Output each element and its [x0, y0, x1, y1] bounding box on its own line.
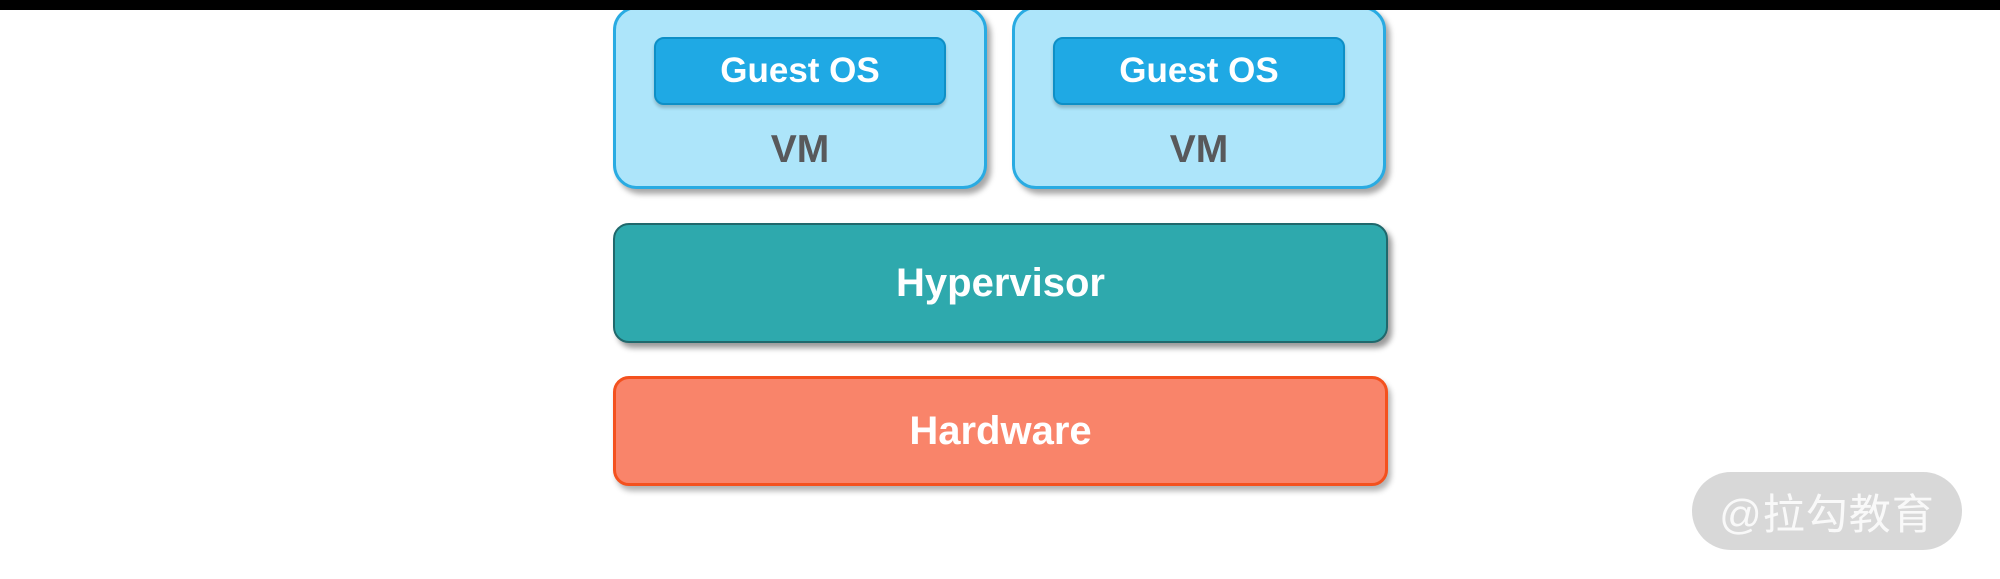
- guest-os-box-2: Guest OS: [1053, 37, 1345, 105]
- vm-label-1: VM: [770, 127, 830, 171]
- guest-os-box-1: Guest OS: [654, 37, 946, 105]
- vm-label-2: VM: [1169, 127, 1229, 171]
- hypervisor-box: Hypervisor: [613, 223, 1388, 343]
- watermark-badge: @拉勾教育: [1692, 472, 1962, 550]
- vm-box-1: Guest OS VM: [613, 6, 987, 189]
- vm-box-2: Guest OS VM: [1012, 6, 1386, 189]
- top-black-bar: [0, 0, 2000, 10]
- hardware-box: Hardware: [613, 376, 1388, 486]
